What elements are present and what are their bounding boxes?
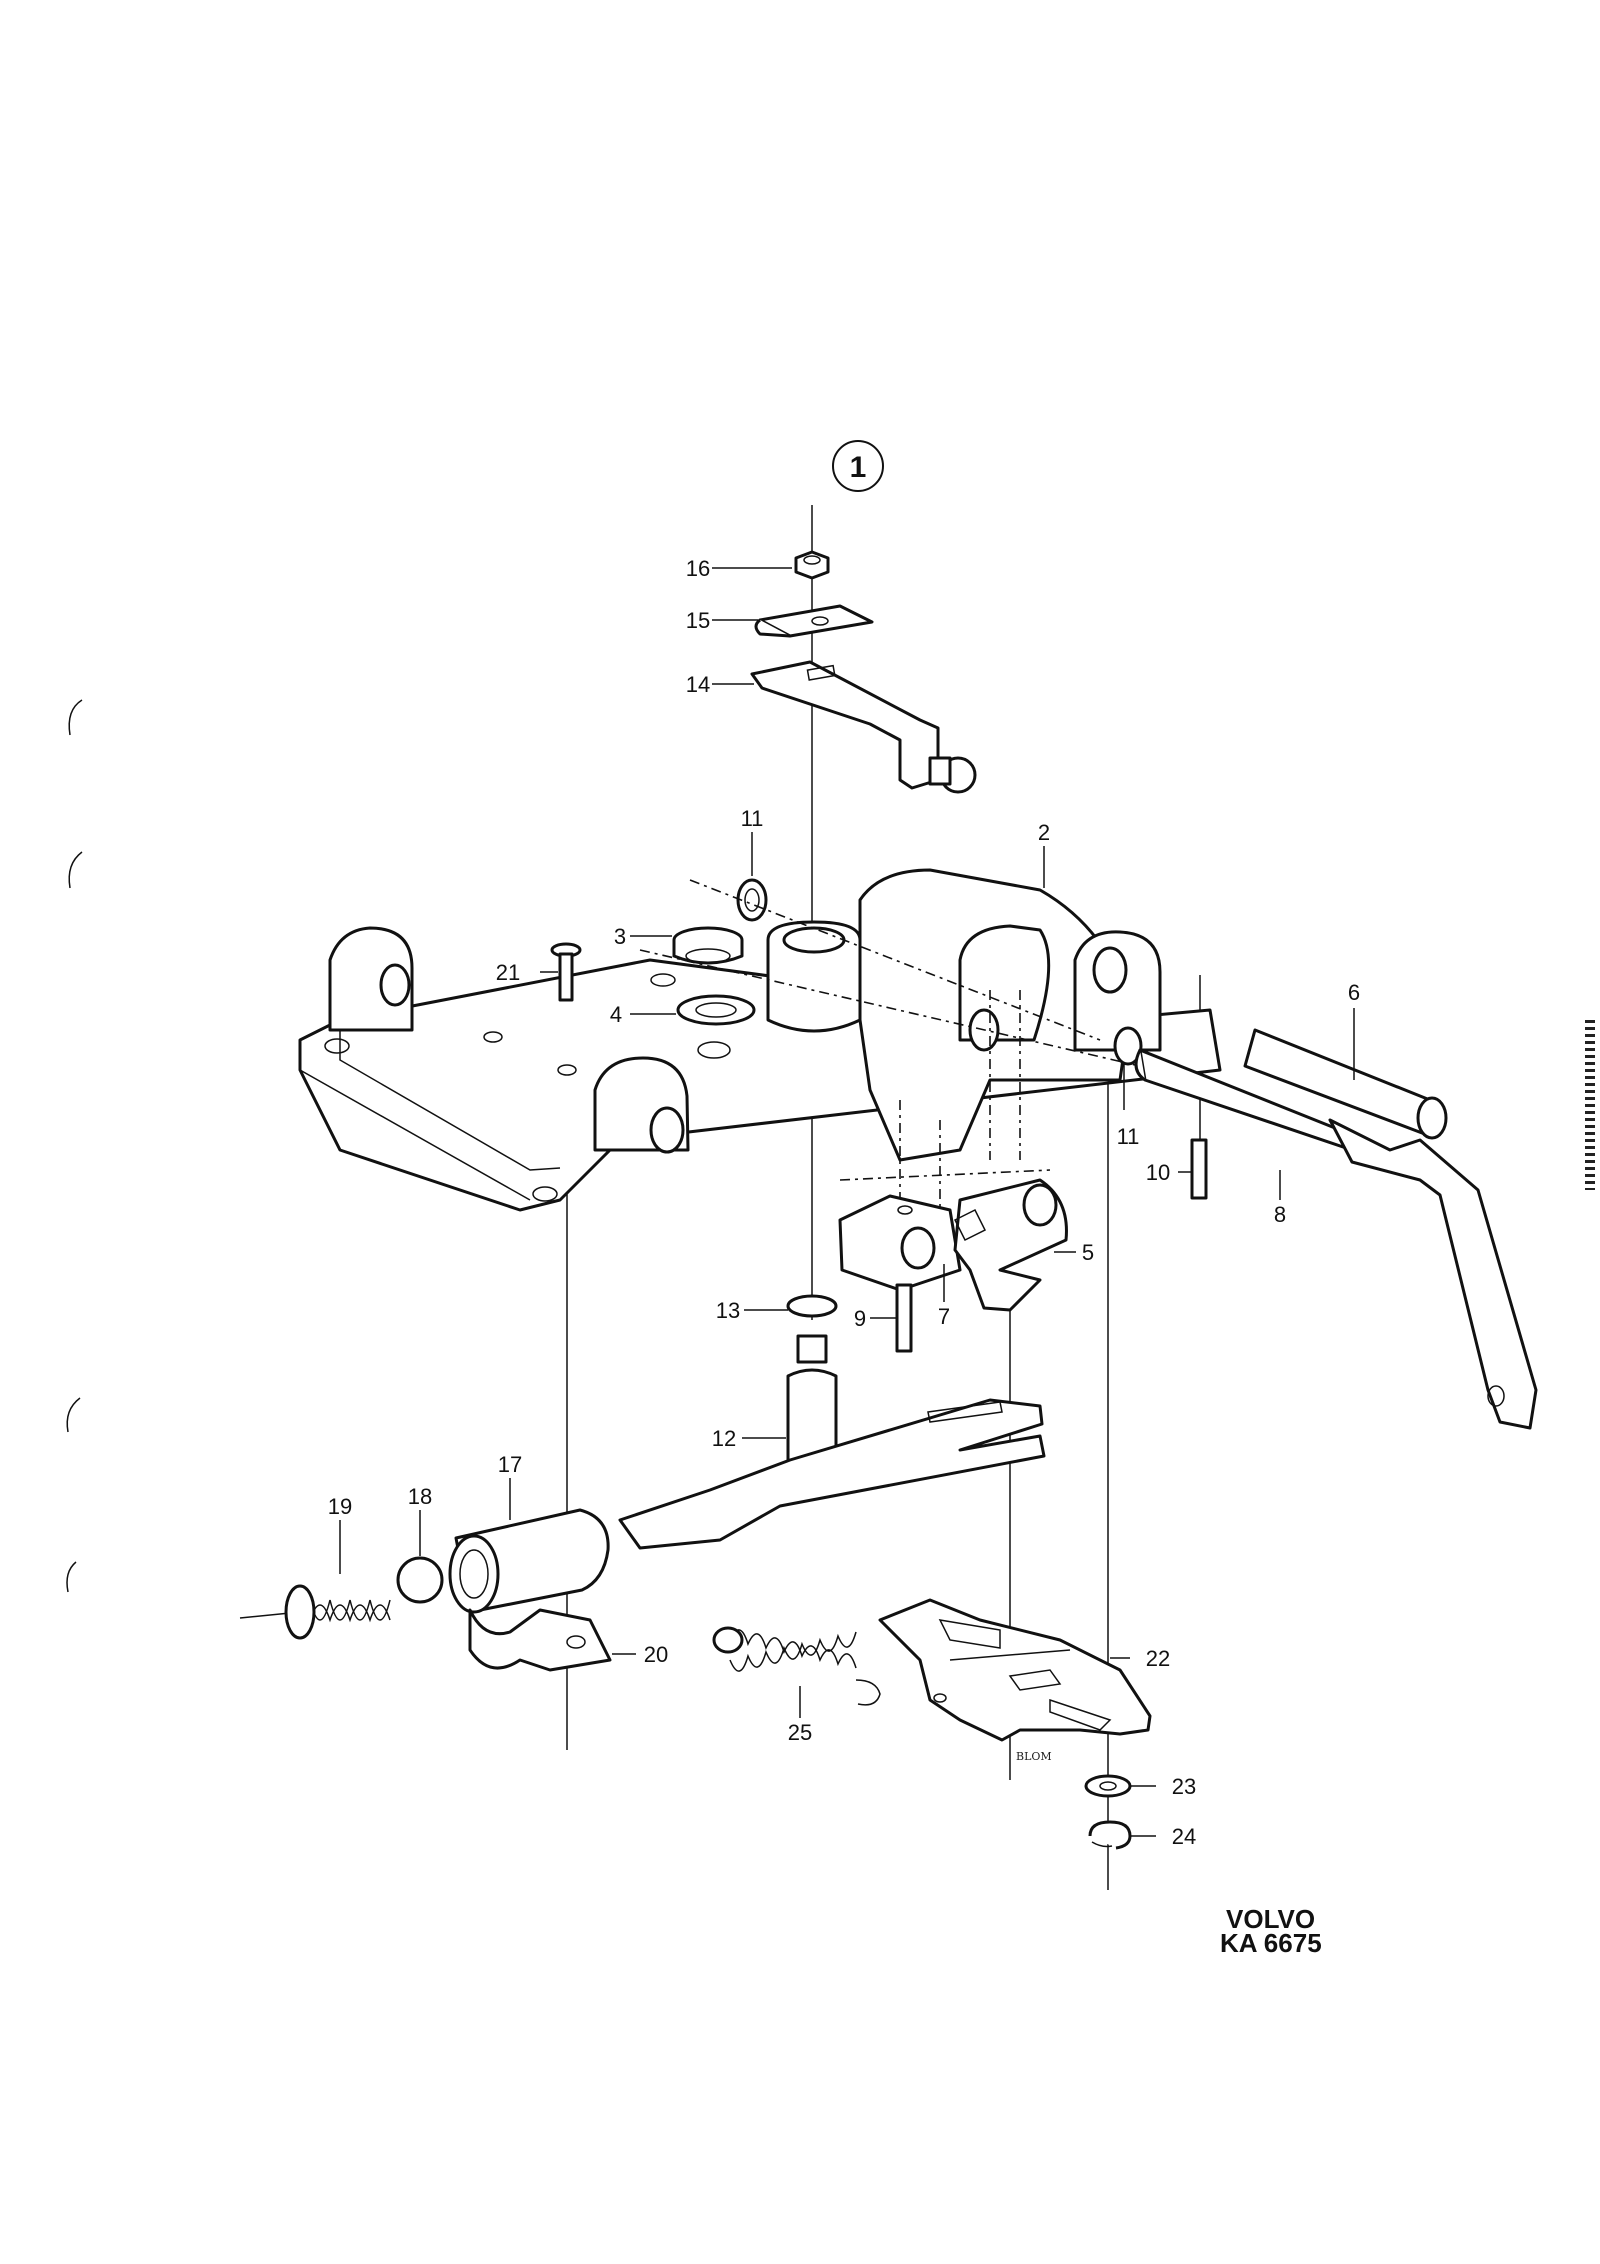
- part-washer-lower: [1113, 1026, 1143, 1066]
- callout-21: 21: [496, 960, 520, 985]
- callout-14: 14: [686, 672, 710, 697]
- callout-4: 4: [610, 1002, 622, 1027]
- callout-9: 9: [854, 1306, 866, 1331]
- part-selector-finger: [953, 1178, 1068, 1312]
- part-spring-left: [284, 1584, 391, 1640]
- leader-lines: [339, 567, 1355, 1837]
- part-selector-block: [838, 1194, 962, 1292]
- binder-holes: [66, 699, 83, 1593]
- callout-25: 25: [788, 1720, 812, 1745]
- callout-11-upper: 11: [741, 806, 764, 831]
- brand-name: VOLVO: [1226, 1904, 1315, 1934]
- part-nut: [794, 550, 830, 580]
- part-bracket: [750, 660, 977, 794]
- callout-22: 22: [1146, 1646, 1170, 1671]
- group-label-text: 1: [850, 451, 867, 484]
- part-shaft: [786, 1334, 838, 1468]
- callout-13: 13: [716, 1298, 740, 1323]
- callout-labels: 16 15 14 11 2 3 21 4 6 11 10 8 5 13 9 7 …: [328, 556, 1360, 1849]
- part-pin: [550, 942, 582, 1002]
- part-washer-seal: [676, 994, 756, 1026]
- callout-5: 5: [1082, 1240, 1094, 1265]
- part-interlock-plate: [878, 1598, 1152, 1742]
- callout-6: 6: [1348, 980, 1360, 1005]
- part-sleeve: [448, 1508, 612, 1672]
- part-plug: [672, 926, 744, 965]
- part-washer-small: [1084, 1774, 1132, 1798]
- part-roll-pin-right: [1190, 1138, 1208, 1200]
- callout-18: 18: [408, 1484, 432, 1509]
- callout-16: 16: [686, 556, 710, 581]
- part-ball: [396, 1556, 444, 1604]
- part-circlip-upper: [786, 1294, 838, 1318]
- group-label: 1: [832, 440, 884, 492]
- part-lock-plate: [754, 604, 874, 638]
- part-housing: [298, 868, 1222, 1230]
- part-washer-upper: [736, 878, 768, 922]
- callout-12: 12: [712, 1426, 736, 1451]
- drafter-signature: BLOM: [1016, 1750, 1052, 1763]
- callout-20: 20: [644, 1642, 668, 1667]
- callout-3: 3: [614, 924, 626, 949]
- brand-block: VOLVO KA 6675: [1220, 1904, 1322, 1958]
- callout-8: 8: [1274, 1202, 1286, 1227]
- callout-17: 17: [498, 1452, 522, 1477]
- part-spring-right: [712, 1626, 881, 1706]
- callout-24: 24: [1172, 1824, 1196, 1849]
- drawing-code: KA 6675: [1220, 1928, 1322, 1958]
- callout-10: 10: [1146, 1160, 1170, 1185]
- part-selector-rail: [618, 1398, 1046, 1550]
- part-roll-pin-left: [895, 1283, 913, 1353]
- part-circlip-lower: [1088, 1820, 1132, 1850]
- callout-11-lower: 11: [1117, 1124, 1140, 1149]
- part-handle: [1243, 1028, 1448, 1140]
- callout-15: 15: [686, 608, 710, 633]
- part-shift-lever: [1134, 1048, 1538, 1430]
- callout-7: 7: [938, 1304, 950, 1329]
- callout-23: 23: [1172, 1774, 1196, 1799]
- callout-19: 19: [328, 1494, 352, 1519]
- callout-2: 2: [1038, 820, 1050, 845]
